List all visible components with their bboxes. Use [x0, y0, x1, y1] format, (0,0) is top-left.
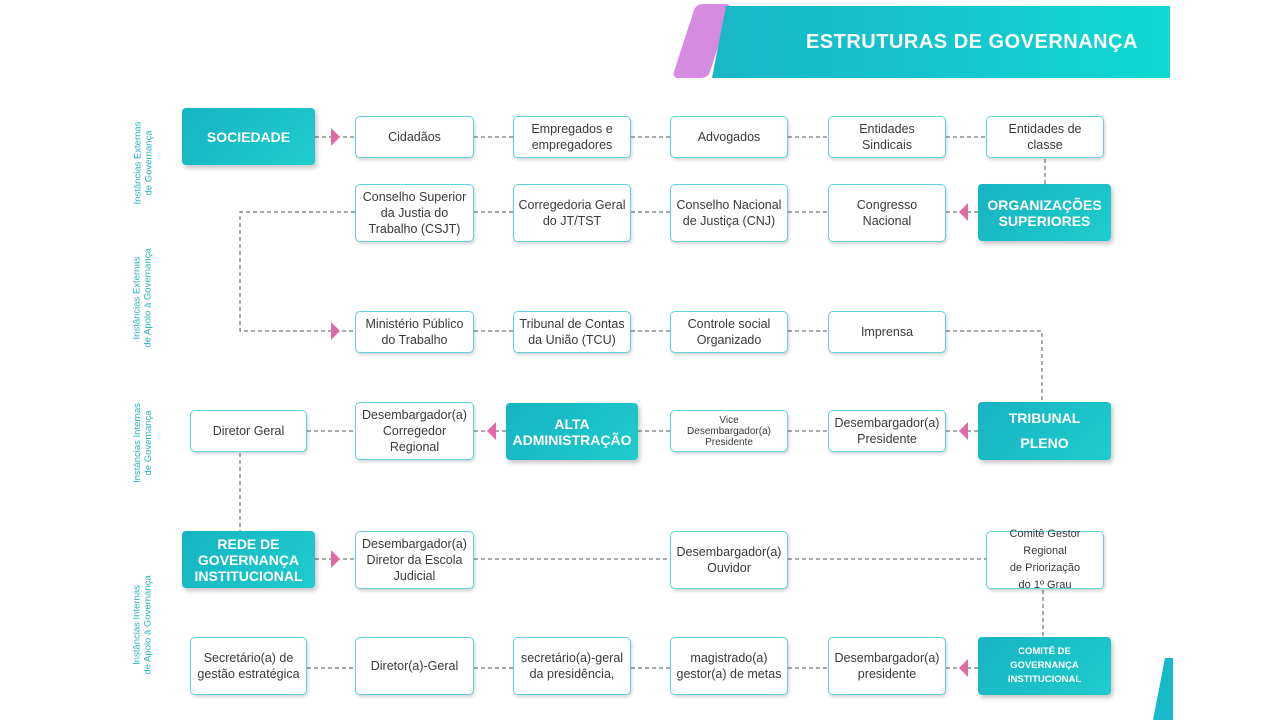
arrow-marker: [487, 422, 496, 440]
arrow-marker: [959, 422, 968, 440]
arrow-marker: [331, 550, 340, 568]
hub-rede-de-governanca[interactable]: REDE DE GOVERNANÇA INSTITUCIONAL: [182, 531, 315, 588]
arrow-marker: [959, 659, 968, 677]
hub-sociedade[interactable]: SOCIEDADE: [182, 108, 315, 165]
node-controle-social[interactable]: Controle social Organizado: [670, 311, 788, 353]
arrow-marker: [331, 322, 340, 340]
node-congresso-nacional[interactable]: Congresso Nacional: [828, 184, 946, 242]
node-secretario-gestao-estrategica[interactable]: Secretário(a) de gestão estratégica: [190, 637, 307, 695]
arrow-marker: [959, 203, 968, 221]
side-label-external-support: Instâncias Externas de Apoio à Governanç…: [132, 248, 155, 348]
node-entidades-sindicais[interactable]: Entidades Sindicais: [828, 116, 946, 158]
hub-comite-de-governanca[interactable]: COMITÊ DE GOVERNANÇA INSTITUCIONAL: [978, 637, 1111, 695]
title-banner: [712, 6, 1170, 78]
node-diretor-geral-comite[interactable]: Diretor(a)-Geral: [355, 637, 474, 695]
node-desembargador-presidente[interactable]: Desembargador(a) presidente: [828, 637, 946, 695]
side-label-internal-support: Instâncias Internas de Apoio à Governanç…: [132, 575, 155, 675]
arrow-marker: [331, 128, 340, 146]
node-presidente[interactable]: Desembargador(a) Presidente: [828, 410, 946, 452]
page-title: ESTRUTURAS DE GOVERNANÇA: [805, 30, 1138, 53]
node-secretario-geral-presidencia[interactable]: secretário(a)-geral da presidência,: [513, 637, 631, 695]
node-entidades-de-classe[interactable]: Entidades de classe: [986, 116, 1104, 158]
node-ouvidor[interactable]: Desembargador(a) Ouvidor: [670, 531, 788, 589]
node-diretor-escola-judicial[interactable]: Desembargador(a) Diretor da Escola Judic…: [355, 531, 474, 589]
hub-organizacoes-superiores[interactable]: ORGANIZAÇÕES SUPERIORES: [978, 184, 1111, 241]
node-advogados[interactable]: Advogados: [670, 116, 788, 158]
side-label-internal-governance: Instâncias Internas de Governança: [132, 403, 154, 483]
hub-alta-administracao[interactable]: ALTA ADMINISTRAÇÃO: [506, 403, 638, 460]
node-diretor-geral[interactable]: Diretor Geral: [190, 410, 307, 452]
node-cnj[interactable]: Conselho Nacional de Justiça (CNJ): [670, 184, 788, 242]
node-corregedoria-geral[interactable]: Corregedoria Geral do JT/TST: [513, 184, 631, 242]
node-empregados[interactable]: Empregados e empregadores: [513, 116, 631, 158]
node-vice-presidente[interactable]: Vice Desembargador(a) Presidente: [670, 410, 788, 452]
node-csjt[interactable]: Conselho Superior da Justia do Trabalho …: [355, 184, 474, 242]
node-cidadaos[interactable]: Cidadãos: [355, 116, 474, 158]
node-comite-gestor-regional[interactable]: Comitê Gestor Regional de Priorização do…: [986, 528, 1104, 591]
side-label-external-governance: Instâncias Externas de Governança: [132, 121, 154, 205]
hub-tribunal-pleno[interactable]: TRIBUNAL PLENO: [978, 402, 1111, 460]
node-corregedor-regional[interactable]: Desembargador(a) Corregedor Regional: [355, 402, 474, 460]
node-magistrado-gestor-metas[interactable]: magistrado(a) gestor(a) de metas: [670, 637, 788, 695]
node-imprensa[interactable]: Imprensa: [828, 311, 946, 353]
node-tcu[interactable]: Tribunal de Contas da União (TCU): [513, 311, 631, 353]
node-mpt[interactable]: Ministério Público do Trabalho: [355, 311, 474, 353]
